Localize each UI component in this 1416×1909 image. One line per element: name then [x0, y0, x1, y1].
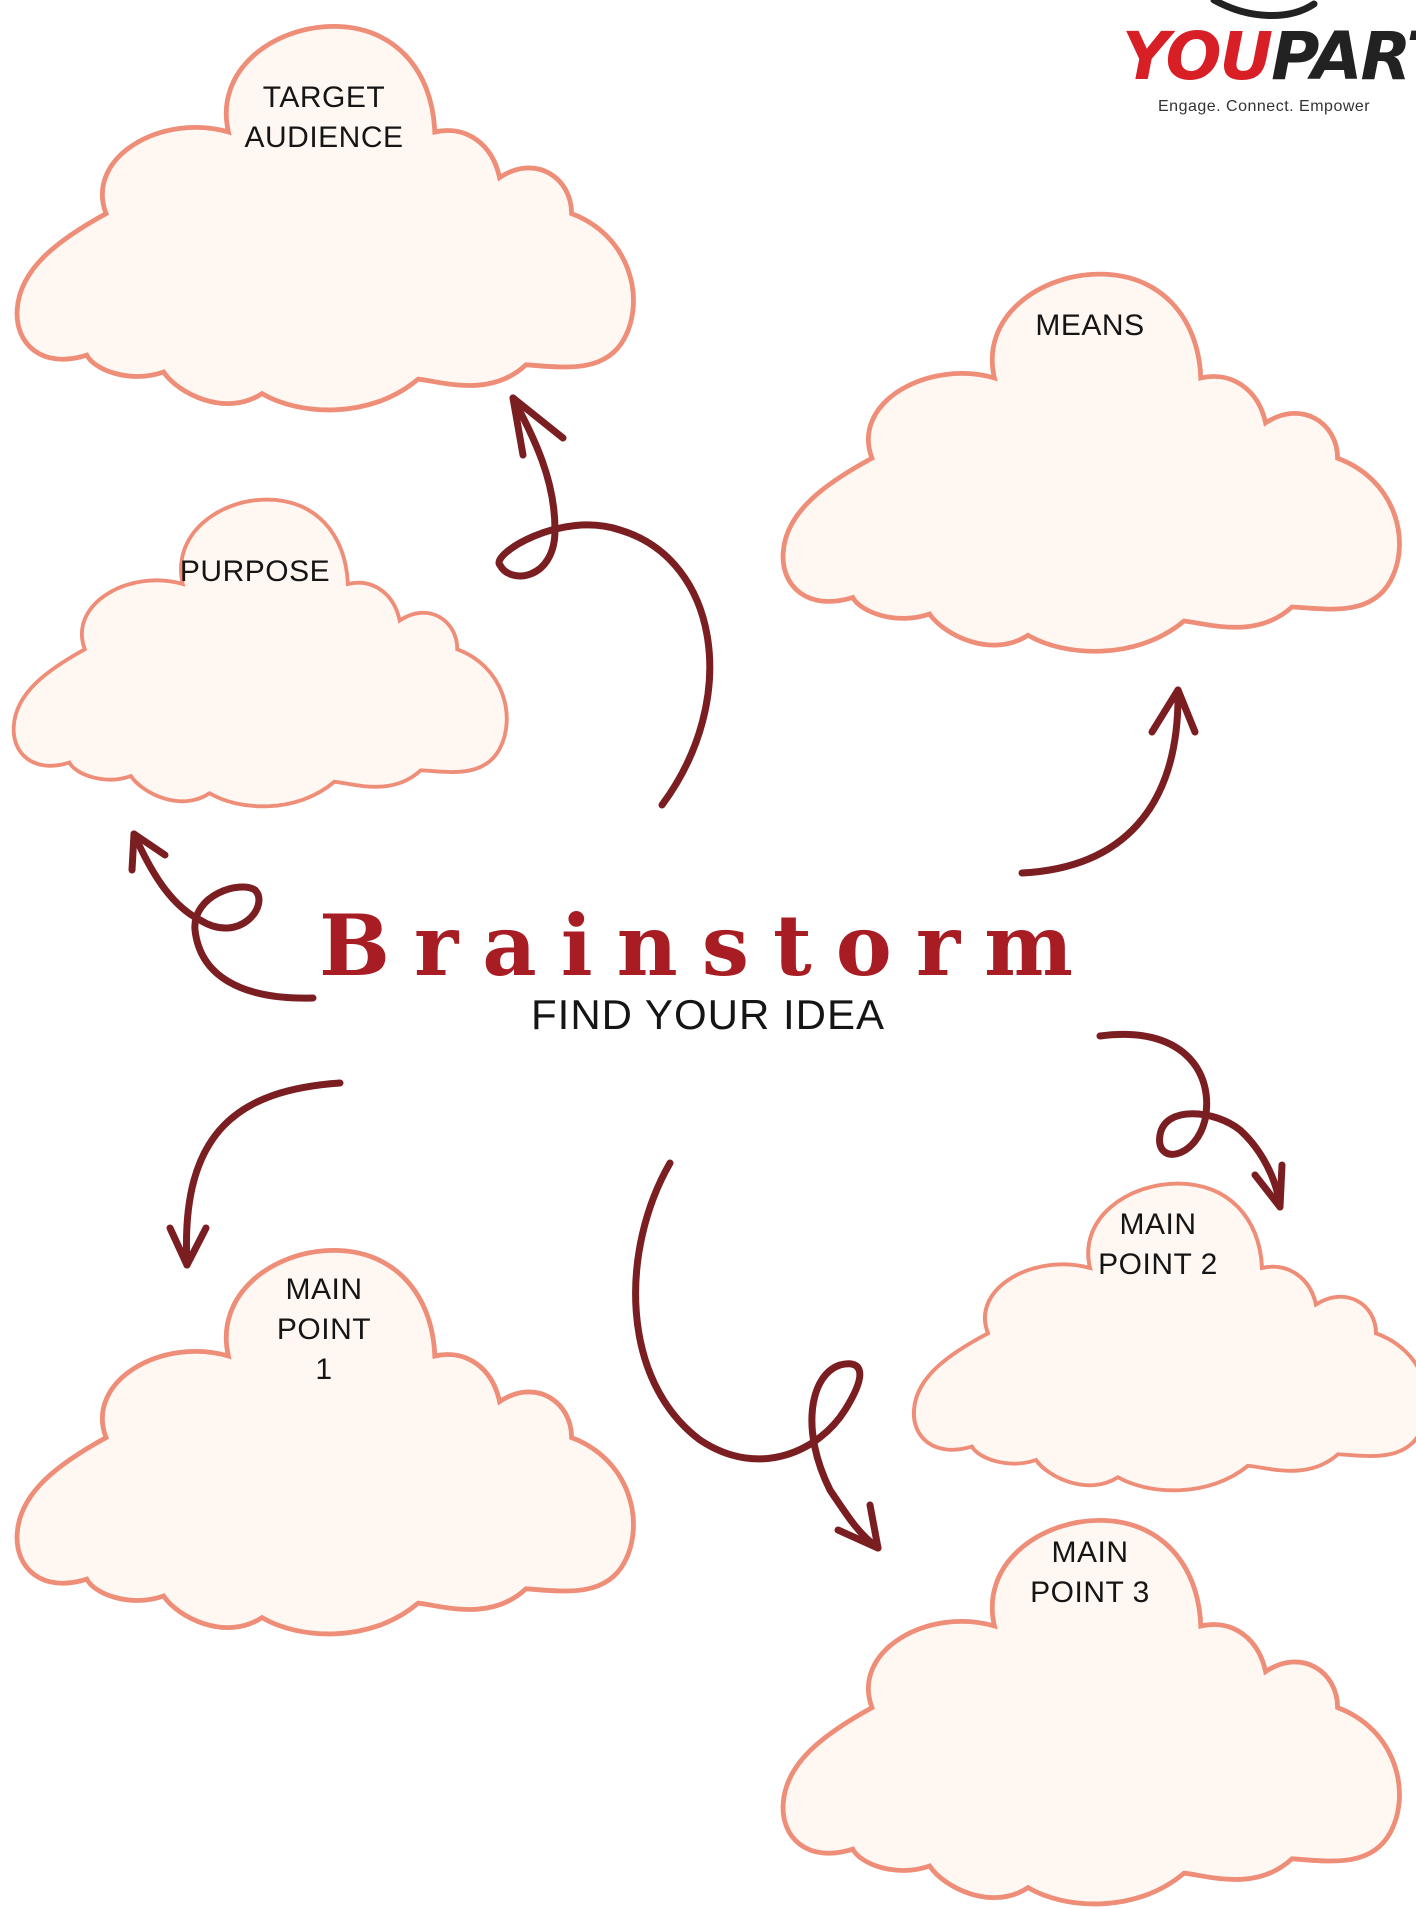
cloud-purpose: [11, 497, 509, 809]
arrow-to-main-point-1: [166, 1079, 344, 1269]
youpart-logo: YOUPART Engage. Connect. Empower: [1110, 0, 1416, 125]
logo-swoosh-icon: [1210, 0, 1318, 20]
logo-you: YOU: [1122, 18, 1273, 95]
arrow-to-main-point-2: [1096, 1030, 1286, 1211]
arrow-to-main-point-3: [632, 1159, 882, 1552]
arrow-to-target-audience: [495, 394, 714, 809]
cloud-label-main-point-3: MAIN POINT 3: [1030, 1536, 1150, 1609]
logo-part: PART: [1271, 18, 1416, 95]
cloud-label-means: MEANS: [1035, 309, 1145, 342]
arrow-to-purpose: [128, 830, 317, 1002]
cloud-label-main-point-2: MAIN POINT 2: [1098, 1208, 1218, 1281]
cloud-label-purpose: PURPOSE: [179, 555, 331, 588]
logo-wordmark: YOUPART: [1122, 22, 1416, 92]
cloud-label-target-audience: TARGET AUDIENCE: [244, 81, 404, 154]
cloud-label-main-point-1: MAIN POINT 1: [276, 1273, 372, 1386]
page-title: Brainstorm: [319, 896, 1097, 995]
page-subtitle: FIND YOUR IDEA: [531, 991, 885, 1038]
arrow-to-means: [1018, 686, 1199, 877]
logo-tagline: Engage. Connect. Empower: [1158, 98, 1371, 115]
